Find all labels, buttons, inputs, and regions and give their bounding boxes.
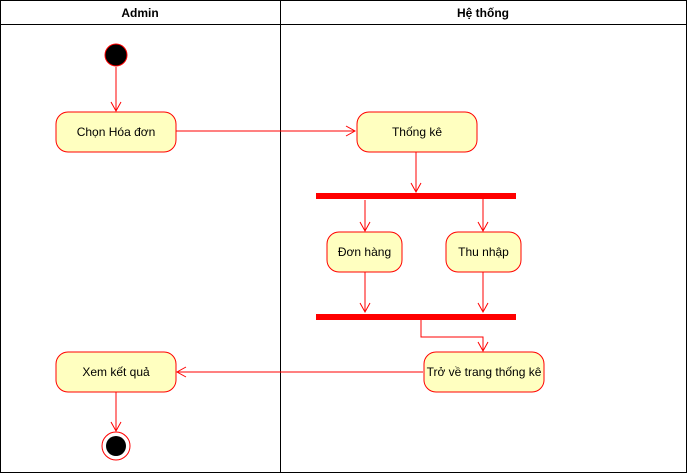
node-don-hang-label: Đơn hàng: [338, 245, 391, 259]
node-tro-ve-label: Trở về trang thống kê: [427, 365, 542, 379]
node-thu-nhap-label: Thu nhập: [458, 245, 509, 259]
swimlane-admin: Admin: [0, 0, 281, 473]
node-xem-ket-qua-label: Xem kết quả: [82, 365, 150, 379]
node-thu-nhap[interactable]: Thu nhập: [445, 231, 522, 273]
edge-join-to-trove: [420, 320, 489, 353]
start-node[interactable]: [104, 43, 128, 67]
node-chon-hoa-don-label: Chọn Hóa đơn: [77, 125, 156, 139]
end-node[interactable]: [101, 431, 131, 461]
node-xem-ket-qua[interactable]: Xem kết quả: [55, 351, 177, 393]
edges: [110, 67, 489, 433]
node-thong-ke-label: Thống kê: [392, 125, 442, 139]
node-chon-hoa-don[interactable]: Chọn Hóa đơn: [55, 111, 177, 153]
node-tro-ve[interactable]: Trở về trang thống kê: [423, 351, 545, 393]
fork-bar: [316, 193, 516, 199]
swimlane-admin-title: Admin: [121, 6, 158, 20]
swimlane-he-thong-title: Hệ thống: [457, 6, 509, 20]
node-don-hang[interactable]: Đơn hàng: [326, 231, 403, 273]
node-thong-ke[interactable]: Thống kê: [356, 111, 478, 153]
join-bar: [316, 314, 516, 320]
